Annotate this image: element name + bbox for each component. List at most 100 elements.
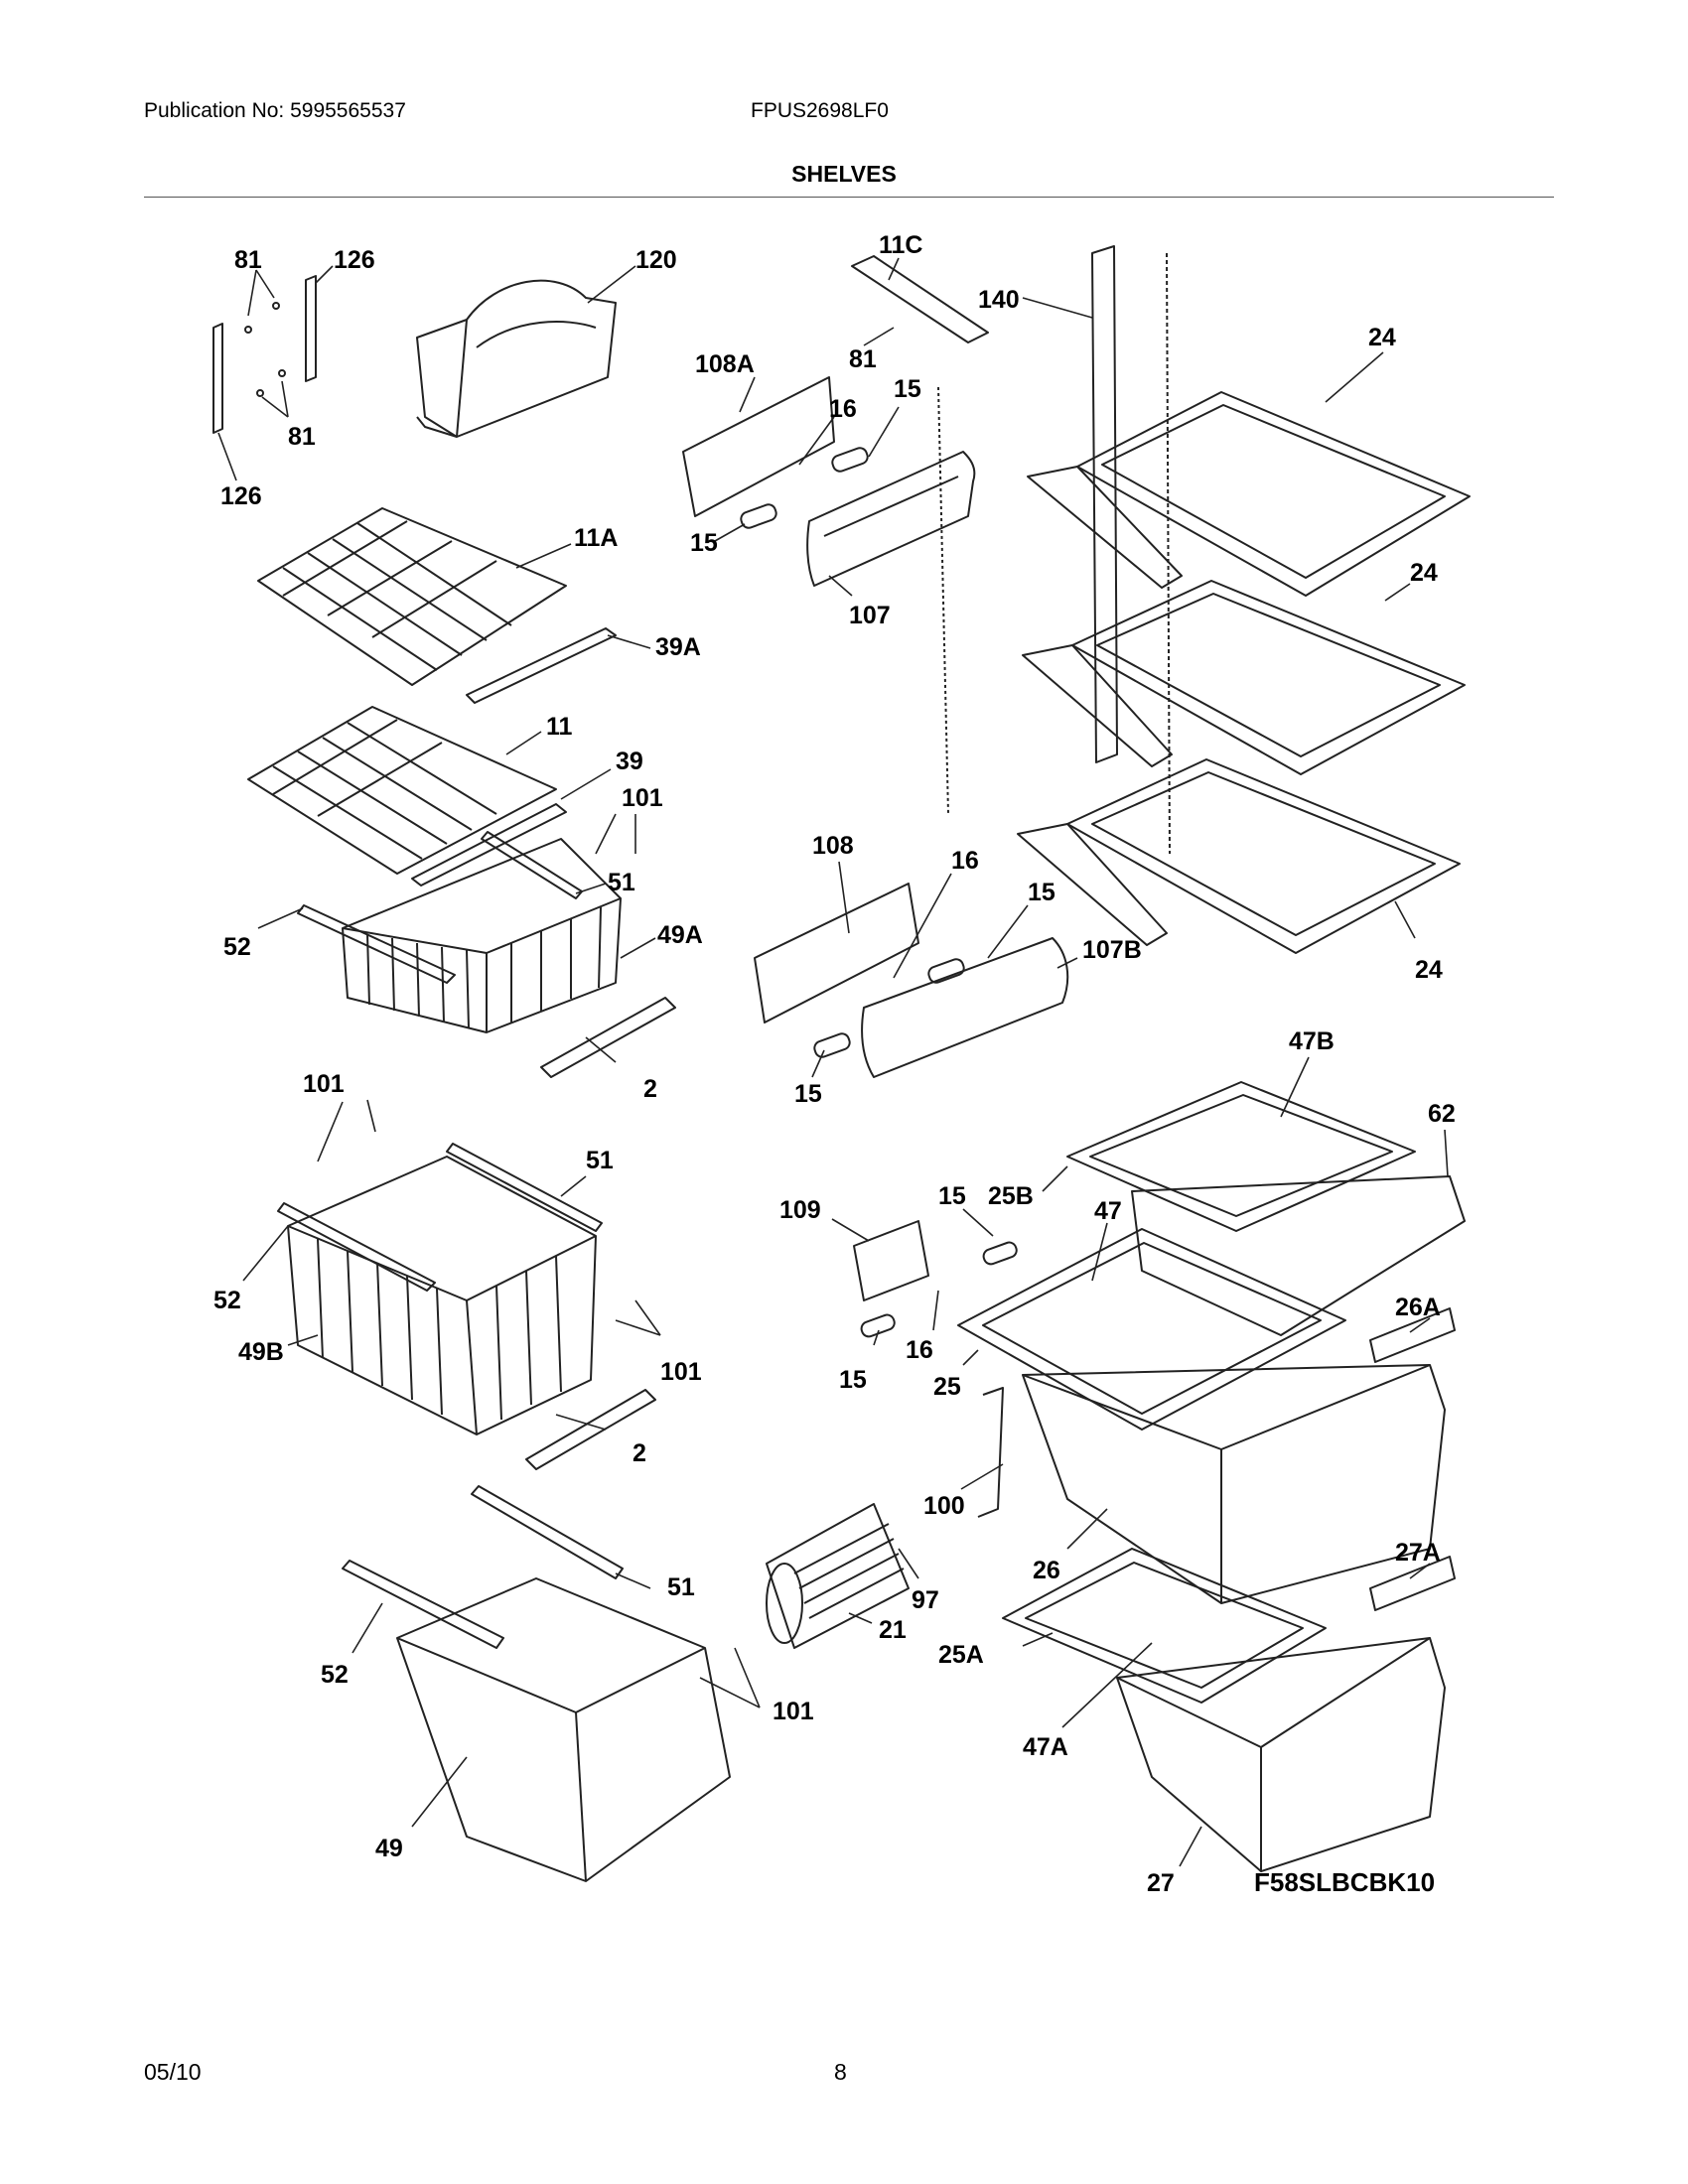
callout-52-b: 52 <box>213 1287 241 1314</box>
basket-rail-51-b <box>446 1143 603 1232</box>
glass-shelf-24-a <box>1027 391 1471 597</box>
callout-39A: 39A <box>655 633 701 661</box>
bulbs-15-mid <box>813 958 965 1058</box>
wire-shelf-11A <box>257 507 567 686</box>
callout-16-b: 16 <box>951 847 979 875</box>
light-lens-107B <box>861 937 1069 1078</box>
hinge-bracket-parts <box>212 275 317 434</box>
basket-rail-52-b <box>277 1202 436 1292</box>
header-rule <box>144 197 1554 198</box>
callout-24-a: 24 <box>1368 324 1396 351</box>
ice-bucket-120 <box>416 279 617 438</box>
callout-100: 100 <box>923 1492 965 1520</box>
callout-81-b: 81 <box>288 423 316 451</box>
callout-52-a: 52 <box>223 933 251 961</box>
callout-15-b: 15 <box>690 529 718 557</box>
callout-27: 27 <box>1147 1869 1175 1897</box>
callout-126-b: 126 <box>220 482 262 510</box>
leader-lines <box>217 257 1449 1867</box>
basket-trim-2-a <box>540 997 676 1078</box>
callout-62: 62 <box>1428 1100 1456 1128</box>
callout-101-a: 101 <box>622 784 663 812</box>
callout-51-c: 51 <box>667 1573 695 1601</box>
light-bracket-109 <box>853 1220 929 1301</box>
bulbs-15-low <box>860 1241 1018 1338</box>
callout-15-a: 15 <box>894 375 921 403</box>
basket-rail-51-c <box>471 1485 624 1579</box>
part-callouts: 81 126 81 126 120 11A 39A 11 39 101 51 5… <box>213 231 1456 1897</box>
callout-101-c: 101 <box>660 1358 702 1386</box>
callout-108A: 108A <box>695 350 755 378</box>
basket-rail-52-c <box>342 1560 504 1649</box>
callout-49A: 49A <box>657 921 703 949</box>
callout-51-a: 51 <box>608 869 635 896</box>
callout-101-b: 101 <box>303 1070 345 1098</box>
callout-107: 107 <box>849 602 891 629</box>
crisper-cover-47B <box>1066 1081 1416 1232</box>
callout-26A: 26A <box>1395 1294 1441 1321</box>
callout-15-e: 15 <box>938 1182 966 1210</box>
basket-trim-2-b <box>525 1389 656 1470</box>
callout-11C: 11C <box>879 231 922 259</box>
callout-107B: 107B <box>1082 936 1142 964</box>
callout-11: 11 <box>546 713 573 741</box>
drawer-slides-26A-27A <box>1369 1307 1456 1611</box>
callout-16-c: 16 <box>906 1336 933 1364</box>
section-title: SHELVES <box>791 161 897 187</box>
callout-15-d: 15 <box>794 1080 822 1108</box>
callout-27A: 27A <box>1395 1539 1441 1567</box>
callout-15-f: 15 <box>839 1366 867 1394</box>
wire-basket-49A <box>342 838 622 1033</box>
callout-2-a: 2 <box>643 1075 657 1103</box>
heater-coil-97 <box>766 1503 910 1649</box>
callout-15-c: 15 <box>1028 879 1055 906</box>
callout-49B: 49B <box>238 1338 284 1366</box>
callout-140: 140 <box>978 286 1020 314</box>
callout-26: 26 <box>1033 1557 1060 1584</box>
callout-25A: 25A <box>938 1641 984 1669</box>
callout-81-a: 81 <box>234 246 262 274</box>
glass-shelf-24-c <box>1017 758 1461 954</box>
callout-49: 49 <box>375 1835 403 1862</box>
glass-shelf-24-b <box>1022 580 1466 775</box>
light-housing-108 <box>754 883 919 1024</box>
callout-24-c: 24 <box>1415 956 1443 984</box>
callout-51-b: 51 <box>586 1147 614 1174</box>
callout-120: 120 <box>635 246 677 274</box>
callout-25B: 25B <box>988 1182 1034 1210</box>
drawing-code: F58SLBCBK10 <box>1254 1867 1435 1897</box>
callout-11A: 11A <box>574 524 618 552</box>
shelf-trim-39 <box>411 803 567 887</box>
shelf-rail-140 <box>937 245 1171 855</box>
deli-drawer-62 <box>1131 1175 1466 1336</box>
callout-16-a: 16 <box>829 395 857 423</box>
page-number: 8 <box>834 2059 847 2085</box>
crisper-drawer-26 <box>1022 1364 1446 1604</box>
callout-47B: 47B <box>1289 1027 1335 1055</box>
freezer-bin-49 <box>396 1577 731 1882</box>
callout-2-b: 2 <box>633 1439 646 1467</box>
bracket-11C <box>851 255 989 343</box>
publication-date: 05/10 <box>144 2059 202 2085</box>
callout-81-c: 81 <box>849 345 877 373</box>
light-housing-108A <box>682 376 835 517</box>
crisper-cover-47 <box>957 1228 1346 1431</box>
callout-52-c: 52 <box>321 1661 349 1689</box>
callout-97: 97 <box>912 1586 939 1614</box>
wire-shelf-11 <box>247 706 557 875</box>
shelf-trim-39A <box>466 627 617 704</box>
callout-47: 47 <box>1094 1197 1122 1225</box>
light-lens-107 <box>806 451 976 587</box>
bulbs-15-top <box>740 447 869 529</box>
callout-39: 39 <box>616 748 643 775</box>
callout-25: 25 <box>933 1373 961 1401</box>
callout-126-a: 126 <box>334 246 375 274</box>
callout-109: 109 <box>779 1196 821 1224</box>
publication-number: Publication No: 5995565537 <box>144 99 406 122</box>
crisper-divider-100 <box>977 1387 1004 1518</box>
callout-108: 108 <box>812 832 854 860</box>
callout-24-b: 24 <box>1410 559 1438 587</box>
crisper-drawer-27 <box>1116 1637 1446 1872</box>
callout-101-d: 101 <box>773 1698 814 1725</box>
